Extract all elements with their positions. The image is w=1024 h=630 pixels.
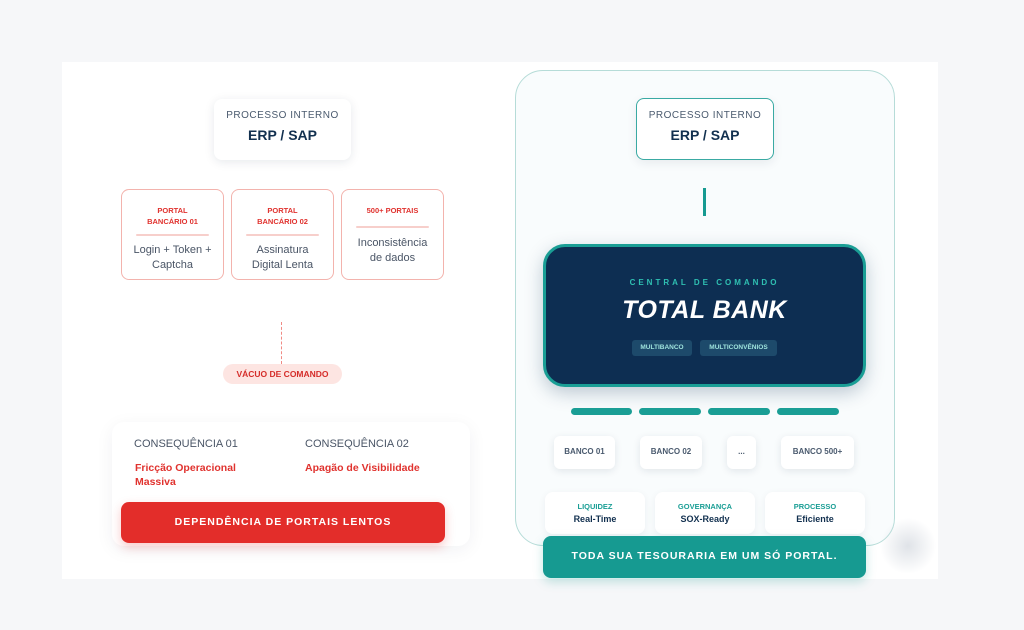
metric-title: PROCESSO bbox=[793, 502, 837, 511]
portal-title: PORTAL BANCÁRIO 01 bbox=[147, 206, 198, 226]
decorative-shadow bbox=[880, 518, 936, 574]
metric-title: LIQUIDEZ bbox=[577, 502, 613, 511]
portal-text: Assinatura Digital Lenta bbox=[251, 244, 314, 271]
teal-connector bbox=[703, 188, 706, 216]
bank-card-ellipsis: ... bbox=[727, 436, 756, 469]
metric-value: SOX-Ready bbox=[680, 514, 730, 524]
pill-multiconvenios: MULTICONVÊNIOS bbox=[700, 340, 777, 356]
consequence-02-text: Apagão de Visibilidade bbox=[305, 462, 420, 474]
total-bank-title: TOTAL BANK bbox=[622, 296, 787, 324]
portal-text: Inconsistência de dados bbox=[357, 237, 428, 264]
bank-card-02: BANCO 02 bbox=[640, 436, 702, 469]
portal-card-02: PORTAL BANCÁRIO 02 Assinatura Digital Le… bbox=[231, 189, 334, 280]
vacuo-badge: VÁCUO DE COMANDO bbox=[223, 364, 342, 384]
metric-processo: PROCESSO Eficiente bbox=[765, 492, 865, 534]
connector-bar bbox=[708, 408, 770, 415]
left-erp-box: PROCESSO INTERNO ERP / SAP bbox=[214, 99, 351, 160]
portal-title: 500+ PORTAIS bbox=[366, 206, 419, 215]
dependencia-button[interactable]: DEPENDÊNCIA DE PORTAIS LENTOS bbox=[121, 502, 445, 543]
consequence-01-title: CONSEQUÊNCIA 01 bbox=[134, 438, 238, 450]
dashed-connector bbox=[281, 322, 282, 364]
metric-title: GOVERNANÇA bbox=[677, 502, 733, 511]
metric-governanca: GOVERNANÇA SOX-Ready bbox=[655, 492, 755, 534]
left-erp-label: PROCESSO INTERNO bbox=[226, 110, 339, 121]
portal-divider bbox=[356, 226, 429, 228]
portal-divider bbox=[246, 234, 319, 236]
metric-value: Real-Time bbox=[573, 514, 617, 524]
connector-bar bbox=[639, 408, 701, 415]
consequence-01-text: Fricção Operacional Massiva bbox=[135, 462, 236, 488]
consequence-02-title: CONSEQUÊNCIA 02 bbox=[305, 438, 409, 450]
left-erp-title: ERP / SAP bbox=[248, 127, 317, 143]
portal-card-500: 500+ PORTAIS Inconsistência de dados bbox=[341, 189, 444, 280]
right-erp-title: ERP / SAP bbox=[670, 127, 740, 143]
bank-card-500: BANCO 500+ bbox=[781, 436, 854, 469]
bank-card-01: BANCO 01 bbox=[554, 436, 615, 469]
metric-value: Eficiente bbox=[796, 514, 834, 524]
connector-bar bbox=[571, 408, 632, 415]
central-de-comando-card: CENTRAL DE COMANDO TOTAL BANK bbox=[543, 244, 866, 387]
connector-bar bbox=[777, 408, 839, 415]
portal-text: Login + Token + Captcha bbox=[133, 244, 212, 271]
right-erp-label: PROCESSO INTERNO bbox=[648, 110, 762, 121]
pill-multibanco: MULTIBANCO bbox=[632, 340, 692, 356]
portal-divider bbox=[136, 234, 209, 236]
right-erp-box: PROCESSO INTERNO ERP / SAP bbox=[636, 98, 774, 160]
portal-card-01: PORTAL BANCÁRIO 01 Login + Token + Captc… bbox=[121, 189, 224, 280]
central-label: CENTRAL DE COMANDO bbox=[629, 278, 780, 287]
tesouraria-button[interactable]: TODA SUA TESOURARIA EM UM SÓ PORTAL. bbox=[543, 536, 866, 578]
metric-liquidez: LIQUIDEZ Real-Time bbox=[545, 492, 645, 534]
portal-title: PORTAL BANCÁRIO 02 bbox=[257, 206, 308, 226]
